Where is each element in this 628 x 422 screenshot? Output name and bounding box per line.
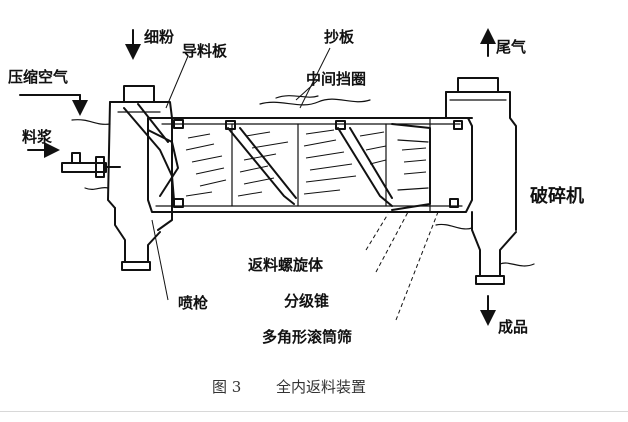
guide-plate-label: 导料板: [182, 42, 228, 60]
polygon-drum-screen-label: 多角形滚筒筛: [262, 328, 352, 346]
classifier-cone-label: 分级锥: [284, 292, 329, 310]
drum-hatching: [185, 95, 427, 197]
figure-number: 图 3: [212, 378, 241, 396]
feed-column: [71, 85, 173, 271]
crusher-label: 破碎机: [530, 185, 584, 207]
nozzle-label: 喷枪: [178, 294, 208, 312]
middle-baffle-label: 中间挡圈: [306, 70, 366, 88]
slurry-label: 料浆: [22, 128, 53, 146]
lifting-plate-label: 抄板: [324, 28, 355, 46]
leader-lines: [151, 47, 439, 321]
flow-arrows: [19, 28, 496, 326]
product-label: 成品: [498, 318, 528, 336]
spray-nozzle: [61, 152, 121, 178]
exhaust-label: 尾气: [496, 38, 526, 56]
main-drum: [123, 103, 473, 213]
right-cyclone: [435, 77, 535, 285]
return-screw-label: 返料螺旋体: [248, 256, 324, 274]
compressed-air-label: 压缩空气: [8, 68, 68, 86]
page-bottom-rule: [0, 411, 628, 412]
figure-title: 全内返料装置: [276, 378, 366, 396]
fine-powder-label: 细粉: [144, 28, 174, 46]
